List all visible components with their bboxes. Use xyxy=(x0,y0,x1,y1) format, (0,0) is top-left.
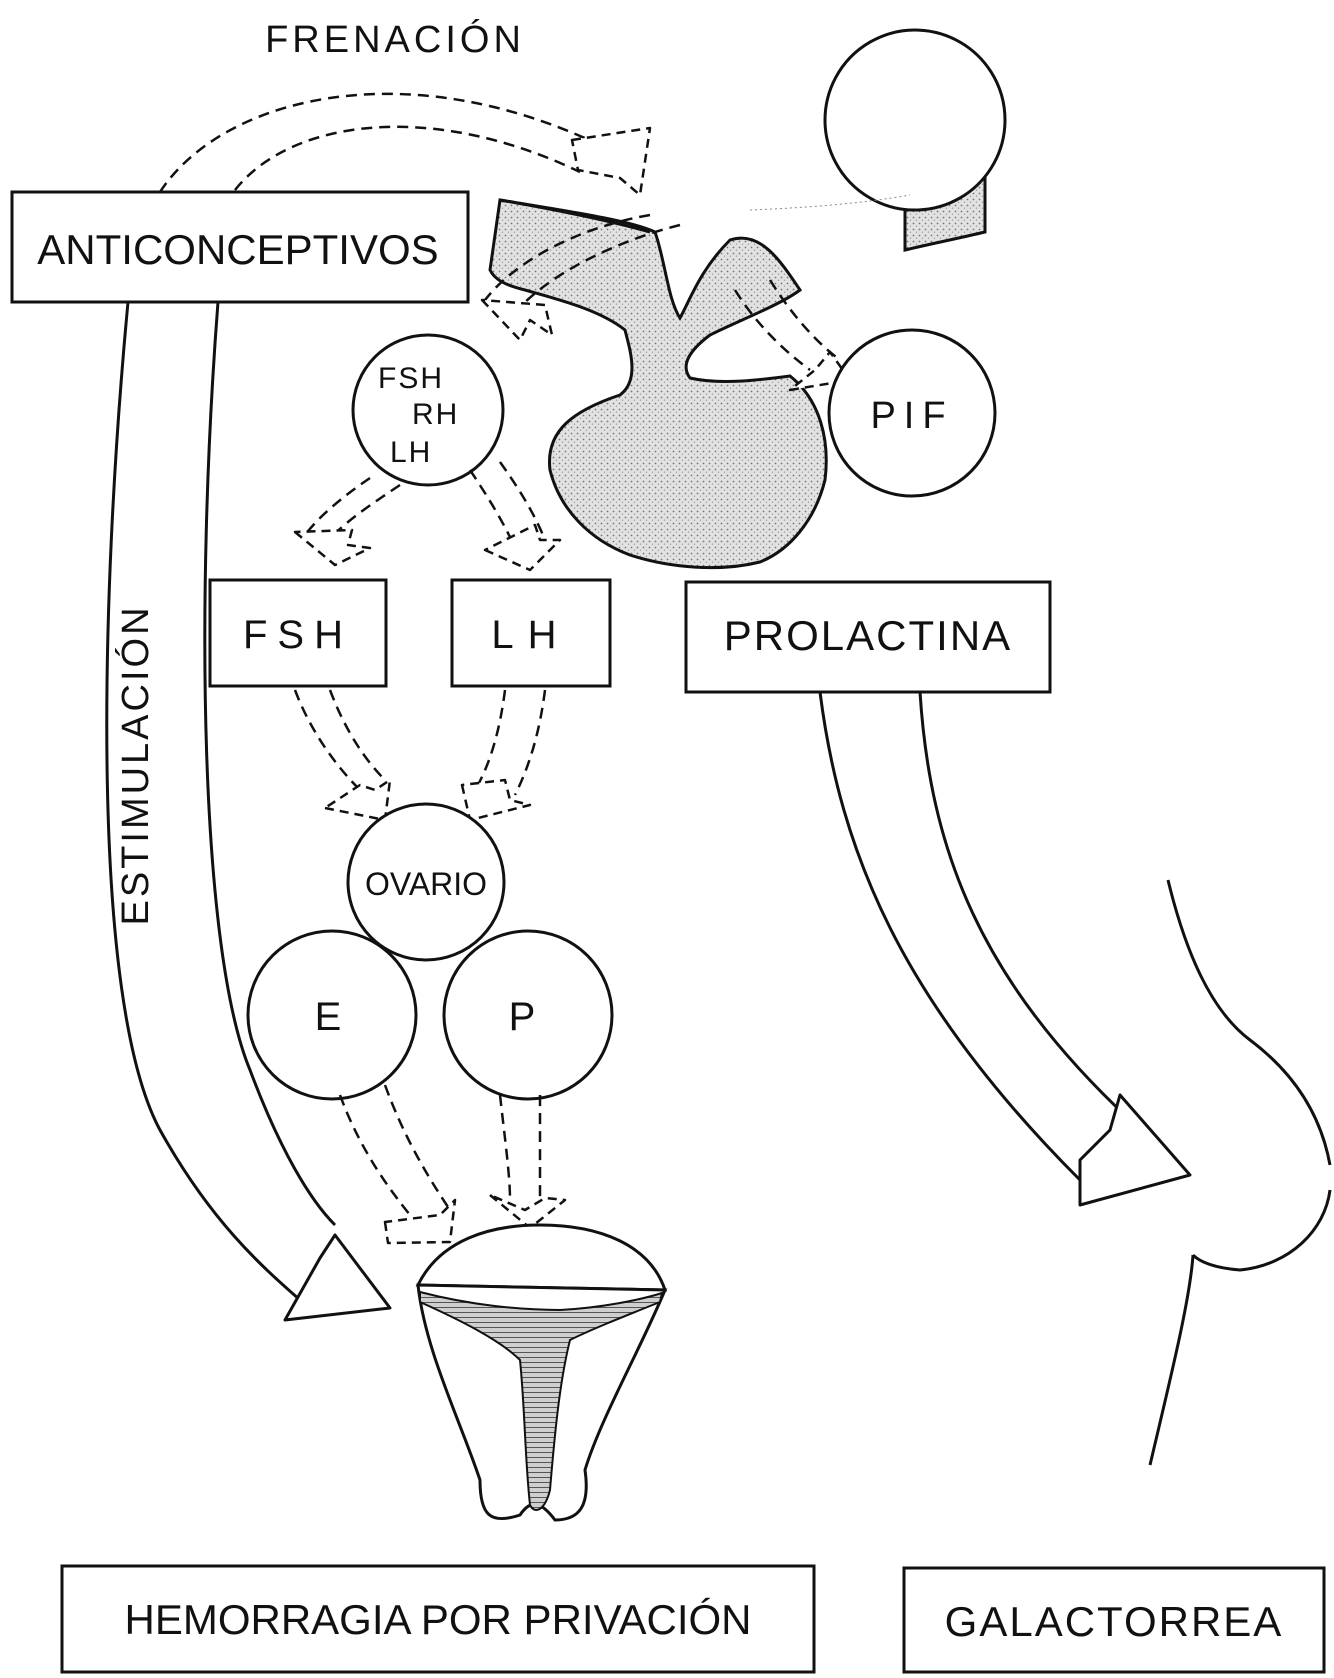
frenacion-label: FRENACIÓN xyxy=(265,18,525,61)
galactorrea-label: GALACTORREA xyxy=(945,1598,1284,1645)
ovario-label: OVARIO xyxy=(365,866,487,902)
frenacion-arrow xyxy=(160,94,650,195)
p-label: P xyxy=(509,995,536,1039)
fsh-rh-label-fsh: FSH xyxy=(378,362,444,395)
lh-to-ovario-arrow xyxy=(462,690,545,820)
fsh-rh-to-lh-arrow xyxy=(470,462,560,570)
fsh-to-ovario-arrow xyxy=(295,690,390,820)
fsh-rh-label-lh: LH xyxy=(390,436,432,469)
fsh-rh-to-fsh-arrow xyxy=(295,478,400,565)
fsh-rh-label-rh: RH xyxy=(412,398,459,431)
pif-label: PIF xyxy=(870,395,953,437)
fsh-label: FSH xyxy=(243,613,353,657)
e-to-uterus-arrow xyxy=(340,1085,455,1243)
estimulacion-label: ESTIMULACIÓN xyxy=(114,604,157,925)
anticonceptivos-label: ANTICONCEPTIVOS xyxy=(37,226,438,273)
p-to-uterus-arrow xyxy=(490,1095,565,1228)
e-label: E xyxy=(315,995,342,1039)
uterus-illustration xyxy=(418,1225,665,1520)
lh-label: LH xyxy=(491,613,570,657)
prolactina-label: PROLACTINA xyxy=(724,612,1012,659)
hypothalamus-sphere xyxy=(825,30,1005,210)
prolactina-to-breast-arrow xyxy=(820,692,1190,1205)
hemorragia-label: HEMORRAGIA POR PRIVACIÓN xyxy=(125,1596,752,1643)
